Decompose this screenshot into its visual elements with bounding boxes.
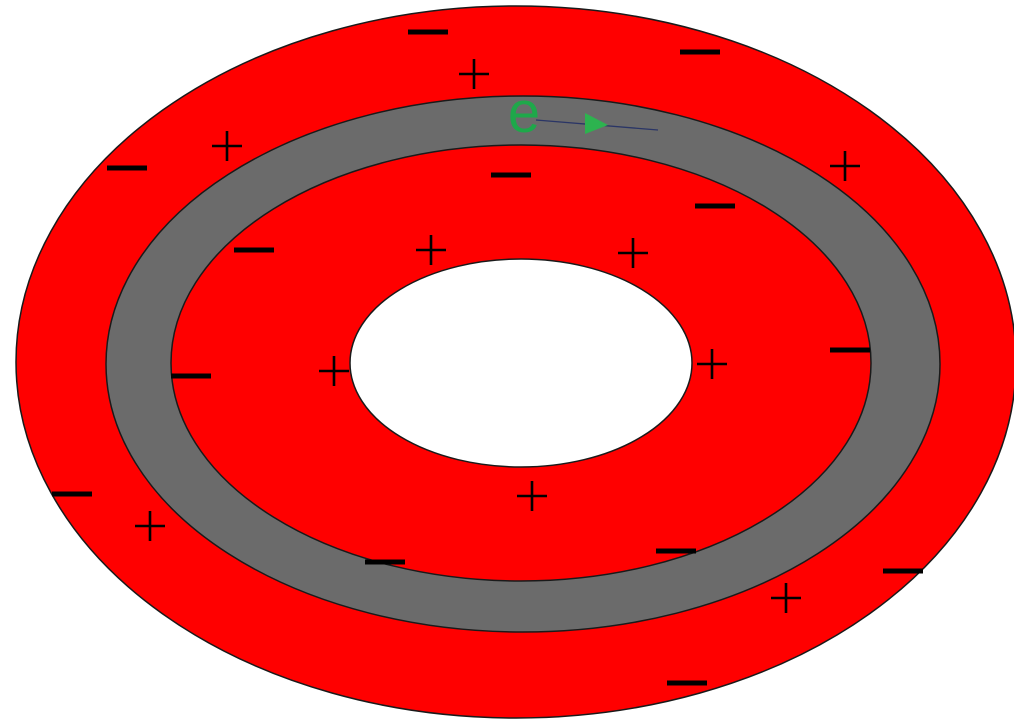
negative-charge-icon <box>171 374 211 379</box>
negative-charge-icon <box>107 166 147 171</box>
negative-charge-icon <box>234 248 274 253</box>
negative-charge-icon <box>656 549 696 554</box>
negative-charge-icon <box>830 348 870 353</box>
negative-charge-icon <box>365 560 405 565</box>
negative-charge-icon <box>408 30 448 35</box>
negative-charge-icon <box>491 173 531 178</box>
negative-charge-icon <box>695 204 735 209</box>
negative-charge-icon <box>680 50 720 55</box>
negative-charge-icon <box>52 492 92 497</box>
negative-charge-icon <box>883 569 923 574</box>
center-hole <box>350 259 692 467</box>
negative-charge-icon <box>667 681 707 686</box>
electron-label: e <box>508 80 540 145</box>
